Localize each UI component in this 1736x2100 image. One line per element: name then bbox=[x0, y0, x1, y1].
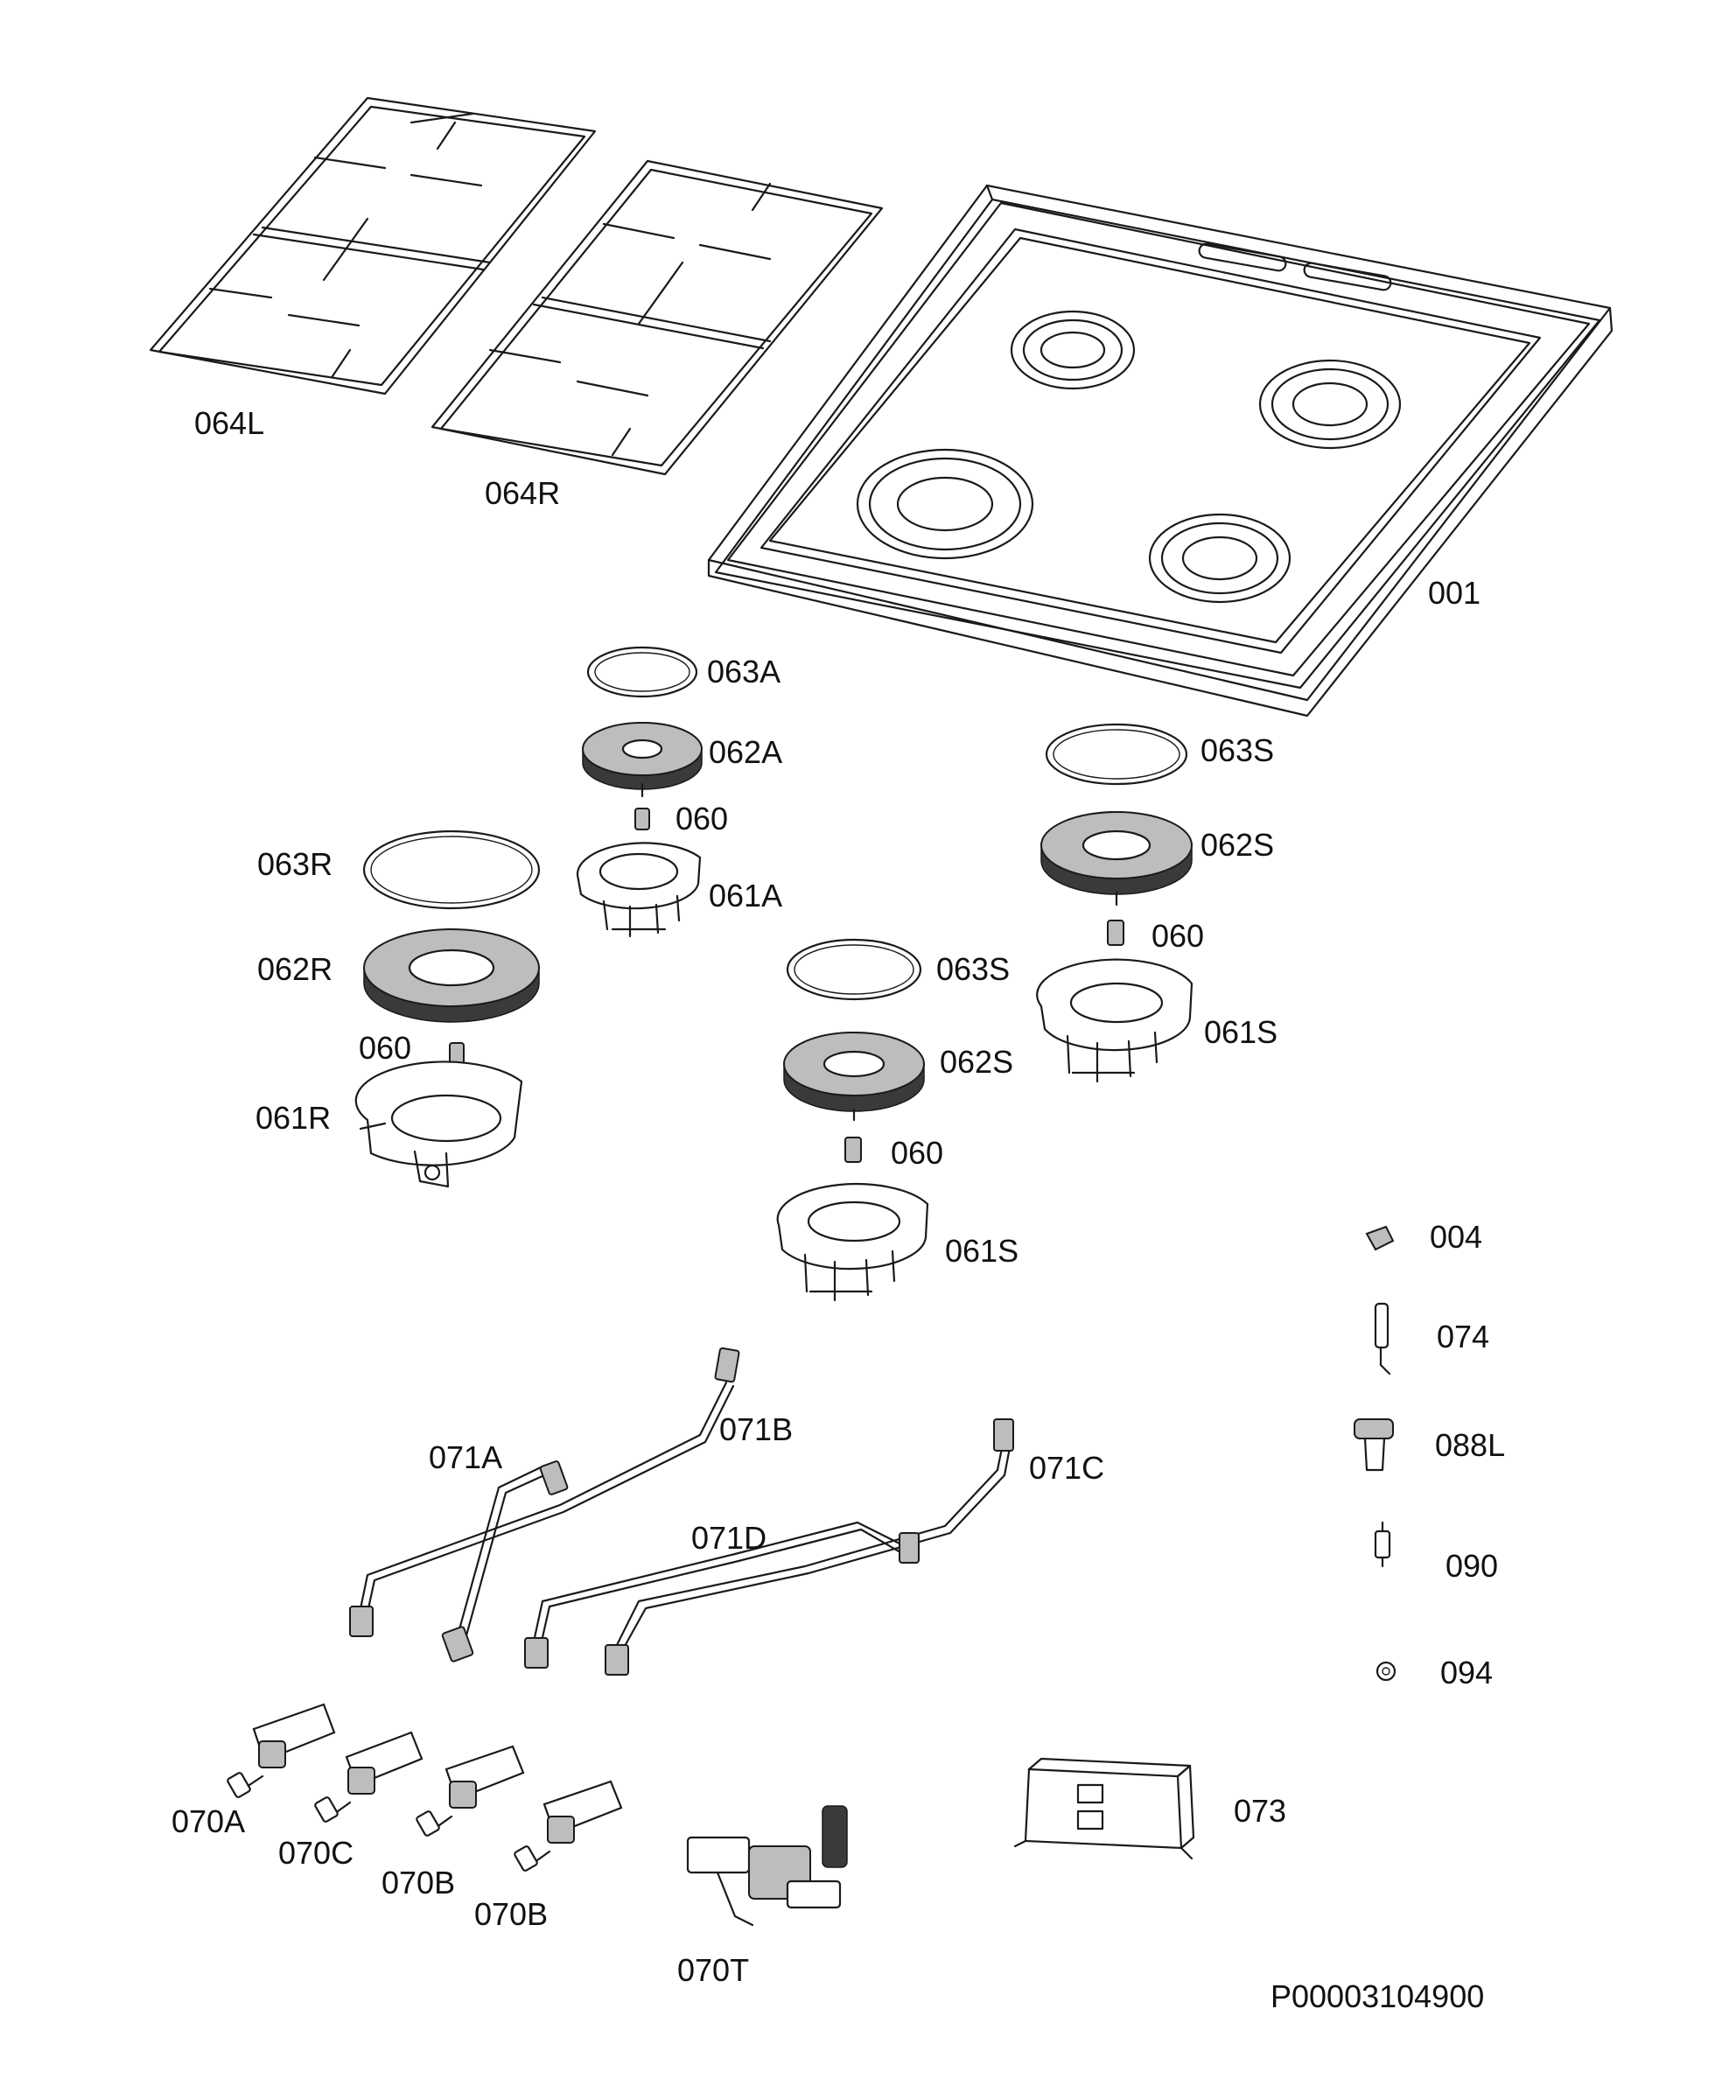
injector-r[interactable] bbox=[449, 1042, 465, 1065]
burner-cap-a[interactable] bbox=[586, 646, 698, 698]
burner-cap-s1[interactable] bbox=[1045, 723, 1188, 786]
label-088l: 088L bbox=[1435, 1427, 1505, 1463]
label-061s-1: 061S bbox=[1204, 1014, 1278, 1050]
washer-094[interactable] bbox=[1376, 1661, 1396, 1682]
label-064r: 064R bbox=[485, 475, 560, 511]
thermocouple-090[interactable] bbox=[1374, 1521, 1391, 1568]
gas-tap-070b-2[interactable] bbox=[514, 1780, 623, 1872]
label-060-r: 060 bbox=[359, 1030, 411, 1066]
burner-base-s1[interactable] bbox=[1036, 958, 1194, 1083]
document-id: P00003104900 bbox=[1270, 1978, 1484, 2014]
gas-pipe-071a[interactable] bbox=[441, 1460, 569, 1662]
label-071d: 071D bbox=[691, 1520, 766, 1556]
gas-tap-070c[interactable] bbox=[314, 1731, 424, 1823]
label-070a: 070A bbox=[172, 1803, 245, 1839]
burner-base-s2[interactable] bbox=[776, 1183, 929, 1302]
label-090: 090 bbox=[1446, 1548, 1498, 1584]
label-062s-2: 062S bbox=[940, 1044, 1013, 1080]
pan-support-right[interactable] bbox=[430, 159, 884, 476]
label-060-a: 060 bbox=[676, 801, 728, 836]
label-061r: 061R bbox=[256, 1100, 331, 1136]
label-094: 094 bbox=[1440, 1655, 1493, 1690]
burner-crown-s2[interactable] bbox=[783, 1032, 925, 1122]
label-071c: 071C bbox=[1029, 1450, 1104, 1486]
label-070b-2: 070B bbox=[474, 1896, 548, 1932]
hob-top-panel[interactable] bbox=[707, 184, 1614, 718]
gas-pipe-071b[interactable] bbox=[349, 1347, 740, 1637]
label-060-s1: 060 bbox=[1152, 918, 1204, 954]
electrode-074[interactable] bbox=[1374, 1302, 1391, 1376]
burner-crown-s1[interactable] bbox=[1040, 811, 1193, 906]
label-061s-2: 061S bbox=[945, 1233, 1018, 1269]
clip-004[interactable] bbox=[1365, 1225, 1395, 1251]
label-070b-1: 070B bbox=[382, 1865, 455, 1900]
label-062s-1: 062S bbox=[1200, 827, 1274, 863]
label-062a: 062A bbox=[709, 734, 782, 770]
label-074: 074 bbox=[1437, 1319, 1489, 1354]
burner-cap-r[interactable] bbox=[362, 830, 541, 910]
gas-tap-070a[interactable] bbox=[227, 1703, 336, 1798]
label-071a: 071A bbox=[429, 1439, 502, 1475]
label-001: 001 bbox=[1428, 575, 1480, 611]
label-063s-2: 063S bbox=[936, 951, 1010, 987]
label-063a: 063A bbox=[707, 654, 780, 690]
gas-pipe-071c[interactable] bbox=[605, 1418, 1014, 1676]
label-063s-1: 063S bbox=[1200, 732, 1274, 768]
burner-cap-s2[interactable] bbox=[786, 938, 922, 1001]
label-061a: 061A bbox=[709, 878, 782, 914]
label-060-s2: 060 bbox=[891, 1135, 943, 1171]
gas-pipe-071d[interactable] bbox=[524, 1521, 920, 1669]
burner-base-a[interactable] bbox=[576, 842, 702, 938]
burner-crown-r[interactable] bbox=[363, 928, 540, 1023]
injector-s1[interactable] bbox=[1107, 920, 1124, 946]
label-071b: 071B bbox=[719, 1411, 793, 1447]
ignition-unit-073[interactable] bbox=[1013, 1757, 1195, 1860]
label-064l: 064L bbox=[194, 405, 264, 441]
burner-crown-a[interactable] bbox=[582, 722, 703, 798]
injector-s2[interactable] bbox=[844, 1137, 862, 1163]
label-062r: 062R bbox=[257, 951, 332, 987]
label-070t: 070T bbox=[677, 1952, 749, 1988]
label-004: 004 bbox=[1430, 1219, 1482, 1255]
pan-support-left[interactable] bbox=[149, 96, 597, 396]
label-063r: 063R bbox=[257, 846, 332, 882]
burner-base-r[interactable] bbox=[354, 1060, 523, 1188]
label-073: 073 bbox=[1234, 1793, 1286, 1829]
injector-a[interactable] bbox=[634, 808, 650, 830]
gas-tap-070b-1[interactable] bbox=[416, 1745, 525, 1837]
label-070c: 070C bbox=[278, 1835, 354, 1871]
knob-088l[interactable] bbox=[1354, 1418, 1394, 1472]
gas-tap-070t[interactable] bbox=[686, 1805, 848, 1927]
